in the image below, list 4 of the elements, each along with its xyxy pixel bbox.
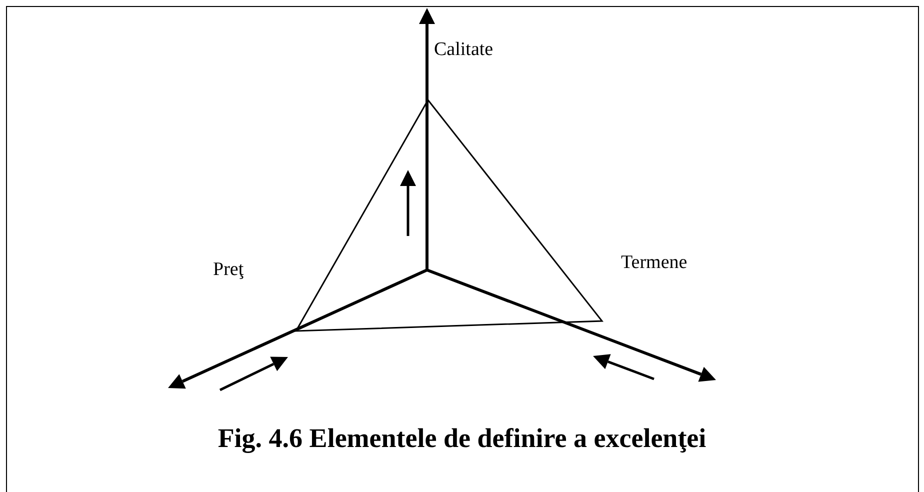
axis-label: Calitate <box>434 38 494 62</box>
axis-label: Termene <box>621 251 688 275</box>
axis-label: Preţ <box>213 258 244 282</box>
figure-caption: Fig. 4.6 Elementele de definire a excelenţei <box>216 422 708 455</box>
